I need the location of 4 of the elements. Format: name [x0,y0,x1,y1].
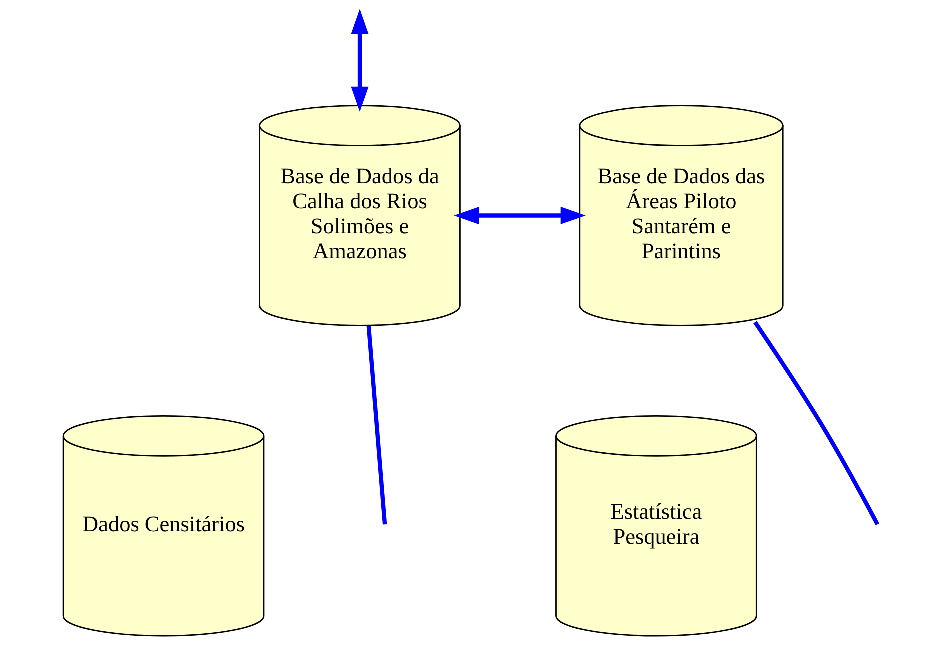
connector [754,321,880,526]
connector [366,326,388,525]
arrow [351,9,369,112]
arrow [454,206,586,225]
